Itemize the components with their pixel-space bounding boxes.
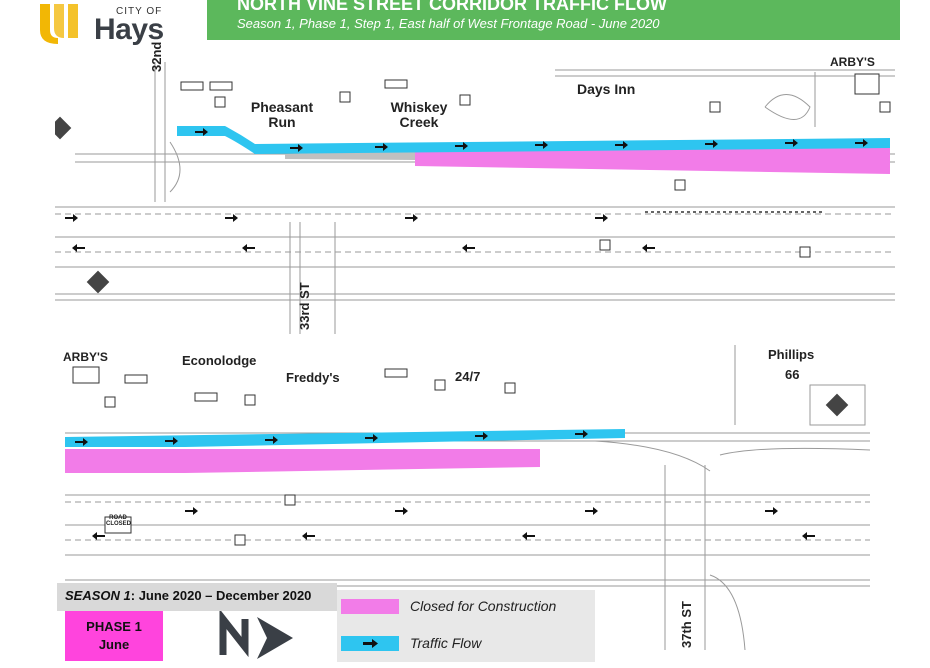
label-freddys: Freddy's [286,370,340,385]
traffic-flow-swatch [341,636,399,651]
phase-badge: PHASE 1 June [65,611,163,661]
label-days-inn: Days Inn [577,81,636,97]
road-closed-sign: ROAD CLOSED [106,515,132,528]
north-arrow-icon [215,608,310,661]
label-66: 66 [785,367,800,382]
season-banner: SEASON 1: June 2020 – December 2020 [57,583,337,611]
label-pheasant-run: Pheasant Run [250,99,314,130]
label-whiskey-creek: Whiskey Creek [390,99,448,130]
season-prefix: SEASON 1 [65,588,131,603]
label-phillips: Phillips [768,347,815,362]
phase-line-2: June [98,637,130,652]
label-arbys-bottom: ARBY'S [63,350,108,364]
season-range: : June 2020 – December 2020 [130,588,312,603]
page-subtitle: Season 1, Phase 1, Step 1, East half of … [237,16,660,31]
traffic-flow-lane [65,429,625,447]
logo-city-text: CITY OF [116,6,163,17]
closed-swatch [341,599,399,614]
legend-flow-label: Traffic Flow [410,635,482,651]
label-24-7: 24/7 [455,369,481,384]
closed-construction-area [65,449,540,473]
top-traffic-map [55,62,895,334]
title-banner: NORTH VINE STREET CORRIDOR TRAFFIC FLOW … [207,0,900,40]
logo-name-text: Hays [94,13,164,46]
warning-sign-icon [825,393,849,417]
legend-closed-label: Closed for Construction [410,598,557,614]
label-arbys-top: ARBY'S [830,55,875,69]
bottom-traffic-map [65,345,870,650]
street-label-32nd: 32nd [149,41,164,72]
street-label-37th: 37th ST [679,601,694,648]
label-econolodge: Econolodge [182,353,257,368]
phase-line-1: PHASE 1 [86,619,142,634]
street-label-33rd: 33rd ST [297,282,312,330]
hays-logo-mark-icon [40,4,78,44]
page-title: NORTH VINE STREET CORRIDOR TRAFFIC FLOW [237,0,667,14]
city-logo: CITY OF Hays [38,0,188,46]
map-legend: Closed for Construction Traffic Flow [337,590,595,662]
traffic-flow-lane [177,126,890,154]
